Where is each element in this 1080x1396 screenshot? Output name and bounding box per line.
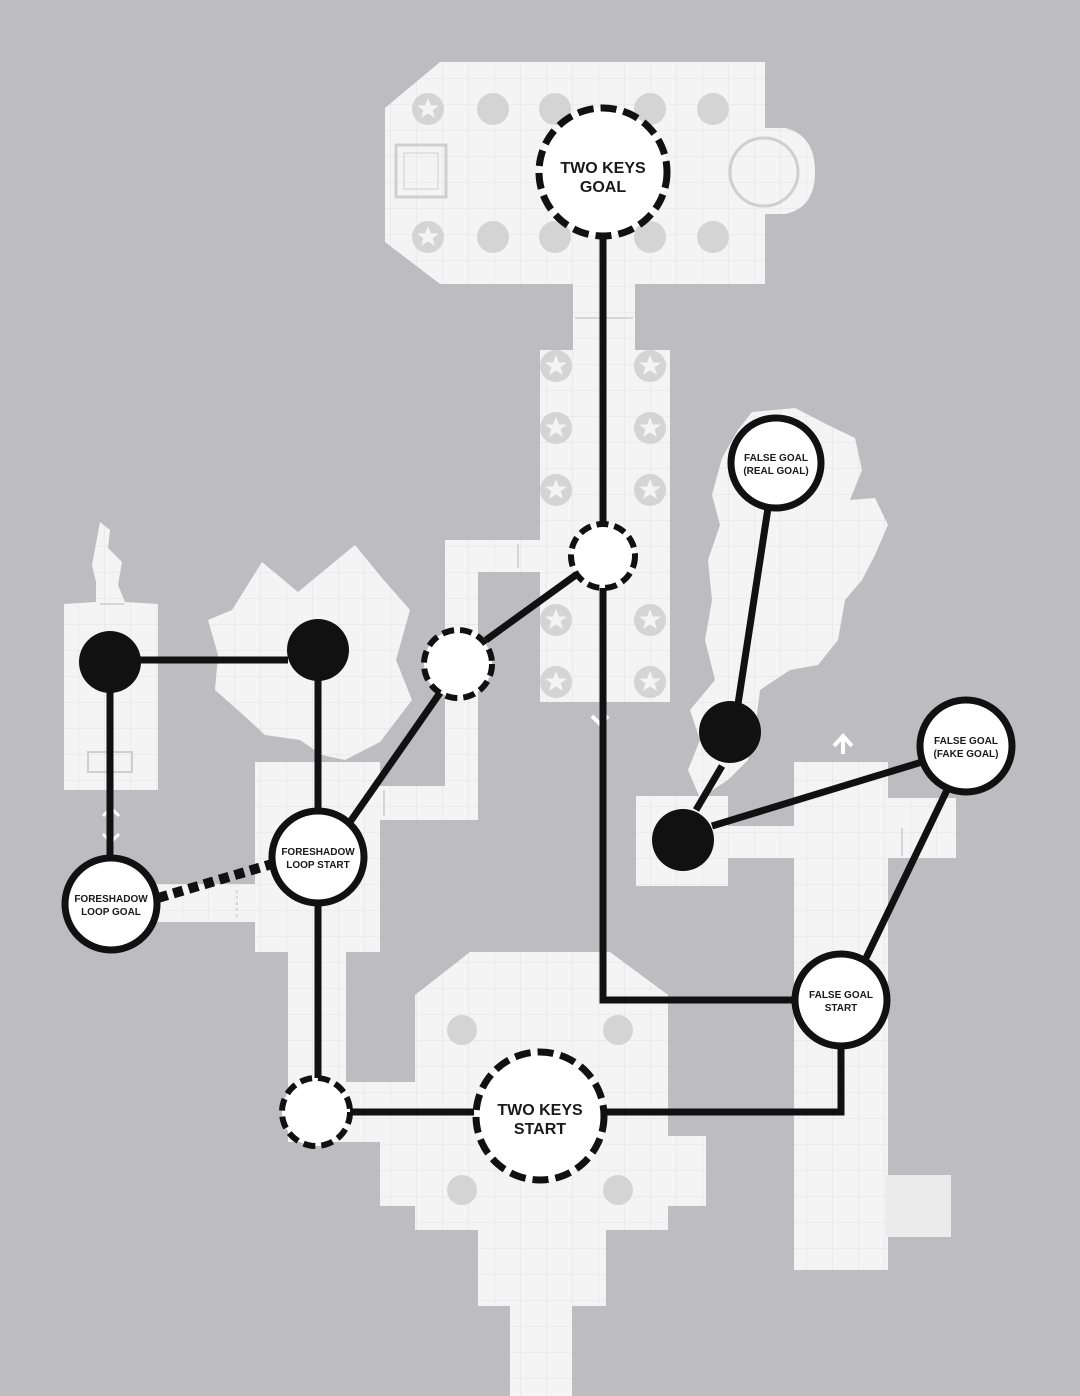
nodes: TWO KEYS GOAL FALSE GOAL (REAL GOAL) FAL… xyxy=(61,104,1016,1184)
right-side-alcove xyxy=(886,1175,951,1237)
connections xyxy=(106,236,952,1116)
node-false-goal-fake: FALSE GOAL (FAKE GOAL) xyxy=(916,696,1016,796)
star-icon xyxy=(540,666,572,698)
node-filled-loop-right xyxy=(287,619,349,681)
node-circle xyxy=(916,696,1016,796)
bottom-exit-stairs xyxy=(510,1304,572,1396)
node-circle xyxy=(535,104,671,240)
node-two-keys-start-line1: TWO KEYS xyxy=(497,1102,583,1119)
node-filled-loop-left xyxy=(79,631,141,693)
pillar-icon xyxy=(477,93,509,125)
connection-mid-node-to-loop-start xyxy=(347,687,445,825)
altar-icon-inner xyxy=(403,152,439,190)
node-false-goal-real-line2: (REAL GOAL) xyxy=(743,466,808,477)
star-icon xyxy=(634,412,666,444)
star-icon xyxy=(412,221,444,253)
pillar-icon xyxy=(634,93,666,125)
node-empty-bottom-left xyxy=(279,1075,353,1149)
node-circle xyxy=(727,414,825,512)
node-circle xyxy=(61,854,161,954)
pillar-icon xyxy=(539,221,571,253)
node-foreshadow-loop-start-line2: LOOP START xyxy=(286,860,350,871)
pillar-icon xyxy=(447,1015,477,1045)
star-icon xyxy=(540,350,572,382)
node-circle xyxy=(268,807,368,907)
start-hall-notch-left xyxy=(380,1136,418,1206)
connection-foreshadow-dashed xyxy=(156,859,274,903)
connection-black-node-to-real-goal xyxy=(734,507,772,705)
node-filled-room xyxy=(652,809,714,871)
star-icon xyxy=(540,604,572,636)
pillar-icon xyxy=(634,221,666,253)
pillar-icon xyxy=(697,221,729,253)
node-two-keys-goal: TWO KEYS GOAL xyxy=(535,104,671,240)
pillar-icon xyxy=(603,1015,633,1045)
connection-hub-to-mid-node xyxy=(483,569,583,643)
pillar-icon xyxy=(447,1175,477,1205)
node-two-keys-start: TWO KEYS START xyxy=(472,1048,608,1184)
connection-hub-to-false-goal-start xyxy=(599,586,796,1004)
connection-start-to-false-goal-start xyxy=(606,1048,845,1116)
node-filled-cave xyxy=(699,701,761,763)
star-icon xyxy=(634,604,666,636)
node-false-goal-start: FALSE GOAL START xyxy=(791,950,891,1050)
node-two-keys-start-line2: START xyxy=(514,1121,566,1138)
node-foreshadow-loop-start-line1: FORESHADOW xyxy=(281,847,355,858)
node-false-goal-real: FALSE GOAL (REAL GOAL) xyxy=(727,414,825,512)
node-false-goal-start-line2: START xyxy=(825,1003,858,1014)
star-icon xyxy=(540,474,572,506)
star-icon xyxy=(634,350,666,382)
pillar-icon xyxy=(539,93,571,125)
node-false-goal-fake-line1: FALSE GOAL xyxy=(934,736,998,747)
node-two-keys-goal-line2: GOAL xyxy=(580,179,626,196)
star-icon xyxy=(634,474,666,506)
bottom-exit-floor xyxy=(478,1228,606,1306)
node-foreshadow-loop-start: FORESHADOW LOOP START xyxy=(268,807,368,907)
node-false-goal-real-line1: FALSE GOAL xyxy=(744,453,808,464)
node-foreshadow-loop-goal-line1: FORESHADOW xyxy=(74,894,148,905)
node-two-keys-goal-line1: TWO KEYS xyxy=(560,160,646,177)
pillar-icon xyxy=(477,221,509,253)
node-false-goal-start-line1: FALSE GOAL xyxy=(809,990,873,1001)
node-empty-mid xyxy=(421,627,495,701)
foreshadow-connector-floor xyxy=(155,884,257,922)
connection-black-node-to-fake-goal xyxy=(710,758,924,830)
node-empty-hub xyxy=(568,521,638,591)
node-false-goal-fake-line2: (FAKE GOAL) xyxy=(934,749,999,760)
altar-icon xyxy=(394,143,448,199)
round-platform-icon xyxy=(728,136,800,208)
pillar-icon xyxy=(697,93,729,125)
node-foreshadow-loop-goal: FORESHADOW LOOP GOAL xyxy=(61,854,161,954)
arrow-up-icon xyxy=(832,733,854,754)
connection-black-nodes xyxy=(692,764,726,812)
node-circle xyxy=(472,1048,608,1184)
node-foreshadow-loop-goal-line2: LOOP GOAL xyxy=(81,907,141,918)
star-icon xyxy=(412,93,444,125)
star-icon xyxy=(540,412,572,444)
node-circle xyxy=(791,950,891,1050)
star-icon xyxy=(634,666,666,698)
pillar-icon xyxy=(603,1175,633,1205)
connection-false-goal-start-to-fake xyxy=(862,786,952,960)
start-hall-notch-right xyxy=(666,1136,706,1206)
small-right-room-ext xyxy=(724,826,796,858)
